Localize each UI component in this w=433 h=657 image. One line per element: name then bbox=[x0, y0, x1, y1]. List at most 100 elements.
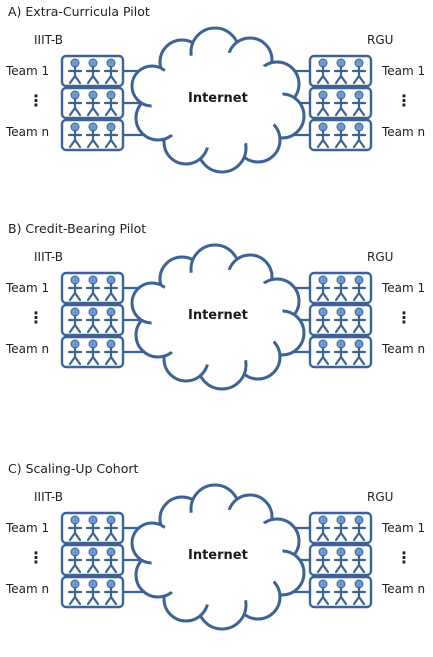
person-head bbox=[70, 515, 80, 525]
person-icon bbox=[103, 90, 119, 117]
person-body bbox=[103, 282, 119, 302]
person-body bbox=[85, 65, 101, 85]
person-head bbox=[336, 307, 346, 317]
person-body bbox=[103, 522, 119, 542]
right-team-box-3 bbox=[308, 335, 373, 369]
person-body bbox=[351, 282, 367, 302]
person-body bbox=[315, 586, 331, 606]
left-team-box-1 bbox=[60, 511, 125, 545]
person-body bbox=[333, 282, 349, 302]
person-icon bbox=[85, 339, 101, 366]
person-icon bbox=[315, 339, 331, 366]
person-head bbox=[318, 307, 328, 317]
left-team-box-3 bbox=[60, 575, 125, 609]
person-body bbox=[315, 65, 331, 85]
right-ellipsis: ⋮ bbox=[396, 91, 412, 110]
person-icon bbox=[67, 275, 83, 302]
person-icon bbox=[315, 275, 331, 302]
person-body bbox=[85, 282, 101, 302]
left-institution-label: IIIT-B bbox=[34, 33, 63, 47]
right-team-1-label: Team 1 bbox=[382, 64, 426, 78]
person-icon bbox=[85, 579, 101, 606]
person-body bbox=[103, 314, 119, 334]
left-ellipsis: ⋮ bbox=[28, 548, 44, 567]
person-icon bbox=[351, 579, 367, 606]
person-body bbox=[85, 554, 101, 574]
person-body bbox=[315, 129, 331, 149]
panel-title: A) Extra-Curricula Pilot bbox=[8, 4, 150, 19]
person-body bbox=[333, 129, 349, 149]
person-head bbox=[88, 547, 98, 557]
right-team-box-1 bbox=[308, 54, 373, 88]
internet-label: Internet bbox=[188, 91, 248, 106]
person-icon bbox=[103, 307, 119, 334]
person-body bbox=[351, 522, 367, 542]
person-icon bbox=[85, 90, 101, 117]
person-body bbox=[351, 65, 367, 85]
person-head bbox=[336, 58, 346, 68]
person-body bbox=[333, 346, 349, 366]
internet-label: Internet bbox=[188, 308, 248, 323]
person-head bbox=[354, 515, 364, 525]
person-body bbox=[85, 129, 101, 149]
person-body bbox=[103, 97, 119, 117]
person-head bbox=[336, 547, 346, 557]
person-body bbox=[315, 97, 331, 117]
person-icon bbox=[351, 307, 367, 334]
person-icon bbox=[85, 275, 101, 302]
person-head bbox=[88, 339, 98, 349]
person-icon bbox=[333, 275, 349, 302]
person-body bbox=[351, 129, 367, 149]
person-icon bbox=[67, 579, 83, 606]
left-institution-label: IIIT-B bbox=[34, 490, 63, 504]
person-head bbox=[106, 307, 116, 317]
person-icon bbox=[351, 90, 367, 117]
person-head bbox=[70, 339, 80, 349]
person-head bbox=[318, 90, 328, 100]
person-icon bbox=[85, 547, 101, 574]
person-head bbox=[336, 579, 346, 589]
network-diagram-b bbox=[60, 243, 373, 391]
person-body bbox=[333, 65, 349, 85]
person-icon bbox=[351, 122, 367, 149]
right-team-box-1 bbox=[308, 271, 373, 305]
right-team-n-label: Team n bbox=[382, 582, 426, 596]
person-head bbox=[88, 90, 98, 100]
person-icon bbox=[103, 547, 119, 574]
person-head bbox=[106, 339, 116, 349]
right-institution-label: RGU bbox=[367, 250, 394, 264]
person-head bbox=[354, 579, 364, 589]
right-institution-label: RGU bbox=[367, 33, 394, 47]
cloud-icon bbox=[130, 243, 306, 391]
person-head bbox=[88, 122, 98, 132]
person-icon bbox=[351, 339, 367, 366]
person-icon bbox=[333, 90, 349, 117]
left-team-n-label: Team n bbox=[6, 582, 50, 596]
person-head bbox=[318, 515, 328, 525]
person-body bbox=[315, 282, 331, 302]
person-body bbox=[67, 586, 83, 606]
person-body bbox=[67, 522, 83, 542]
cloud-body bbox=[151, 269, 283, 365]
left-ellipsis: ⋮ bbox=[28, 91, 44, 110]
person-icon bbox=[333, 579, 349, 606]
person-head bbox=[88, 579, 98, 589]
left-team-box-3 bbox=[60, 118, 125, 152]
right-team-n-label: Team n bbox=[382, 342, 426, 356]
right-team-box-2 bbox=[308, 86, 373, 120]
person-body bbox=[333, 586, 349, 606]
person-icon bbox=[67, 515, 83, 542]
person-body bbox=[85, 522, 101, 542]
person-icon bbox=[333, 58, 349, 85]
person-icon bbox=[333, 547, 349, 574]
left-team-1-label: Team 1 bbox=[6, 281, 50, 295]
person-head bbox=[354, 90, 364, 100]
person-head bbox=[88, 58, 98, 68]
left-team-box-3 bbox=[60, 335, 125, 369]
person-body bbox=[351, 97, 367, 117]
person-head bbox=[70, 122, 80, 132]
person-icon bbox=[103, 275, 119, 302]
person-body bbox=[67, 129, 83, 149]
person-icon bbox=[315, 579, 331, 606]
person-head bbox=[88, 307, 98, 317]
